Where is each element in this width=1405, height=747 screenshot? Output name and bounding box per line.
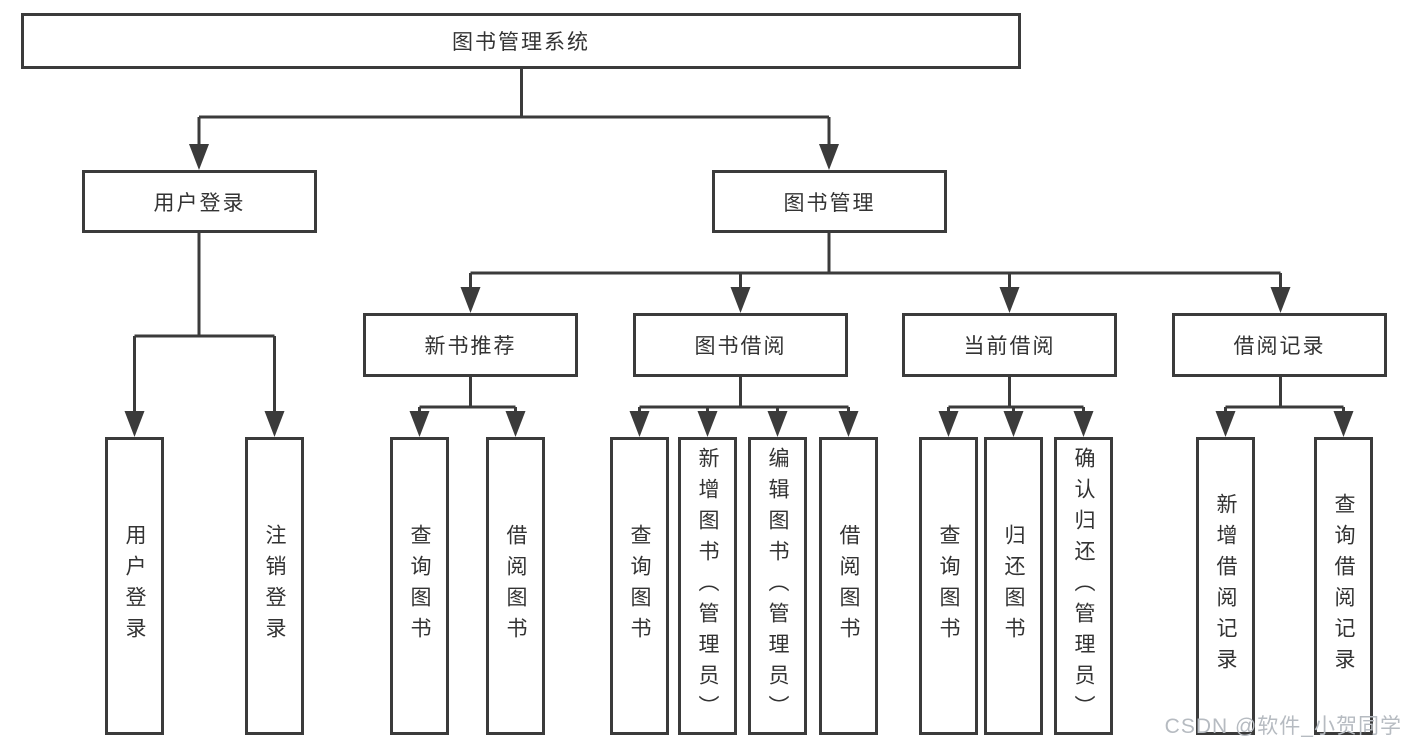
node-system-root: 图书管理系统 (21, 13, 1021, 69)
node-label: 新增借阅记录 (1214, 493, 1237, 679)
leaf-query-books-current: 查询图书 (919, 437, 978, 735)
node-label: 当前借阅 (963, 335, 1056, 358)
node-label: 注销登录 (263, 524, 286, 648)
node-label: 确认归还（管理员） (1072, 446, 1095, 726)
node-new-book-recommendation: 新书推荐 (363, 313, 578, 377)
node-book-management-branch: 图书管理 (712, 170, 947, 233)
node-borrowing-records: 借阅记录 (1172, 313, 1387, 377)
leaf-query-borrow-record: 查询借阅记录 (1314, 437, 1373, 735)
leaf-return-books: 归还图书 (984, 437, 1043, 735)
node-label: 查询图书 (628, 524, 651, 648)
leaf-borrow-books-recommend: 借阅图书 (486, 437, 545, 735)
node-label: 借阅图书 (504, 524, 527, 648)
leaf-confirm-return-admin: 确认归还（管理员） (1054, 437, 1113, 735)
node-label: 图书管理 (783, 191, 876, 215)
node-label: 归还图书 (1002, 524, 1025, 648)
leaf-logout: 注销登录 (245, 437, 304, 735)
node-label: 查询图书 (408, 524, 431, 648)
leaf-add-borrow-record: 新增借阅记录 (1196, 437, 1255, 735)
node-label: 借阅记录 (1233, 335, 1326, 358)
leaf-query-books-recommend: 查询图书 (390, 437, 449, 735)
node-label: 图书管理系统 (452, 31, 590, 54)
node-label: 查询图书 (937, 524, 960, 648)
node-label: 图书借阅 (694, 335, 787, 358)
leaf-query-books-borrowing: 查询图书 (610, 437, 669, 735)
csdn-watermark: CSDN @软件_小贺同学 (1164, 715, 1402, 738)
node-label: 新增图书（管理员） (696, 446, 719, 726)
leaf-edit-books-admin: 编辑图书（管理员） (748, 437, 807, 735)
arrowhead-icons (124, 144, 1354, 437)
leaf-add-books-admin: 新增图书（管理员） (678, 437, 737, 735)
node-book-borrowing: 图书借阅 (633, 313, 848, 377)
node-label: 借阅图书 (837, 524, 860, 648)
node-label: 新书推荐 (424, 335, 517, 358)
leaf-borrow-books: 借阅图书 (819, 437, 878, 735)
node-label: 编辑图书（管理员） (766, 446, 789, 726)
leaf-user-login: 用户登录 (105, 437, 164, 735)
node-user-login-branch: 用户登录 (82, 170, 317, 233)
node-label: 查询借阅记录 (1332, 493, 1355, 679)
node-label: 用户登录 (123, 524, 146, 648)
node-label: 用户登录 (153, 191, 246, 215)
node-current-borrowing: 当前借阅 (902, 313, 1117, 377)
